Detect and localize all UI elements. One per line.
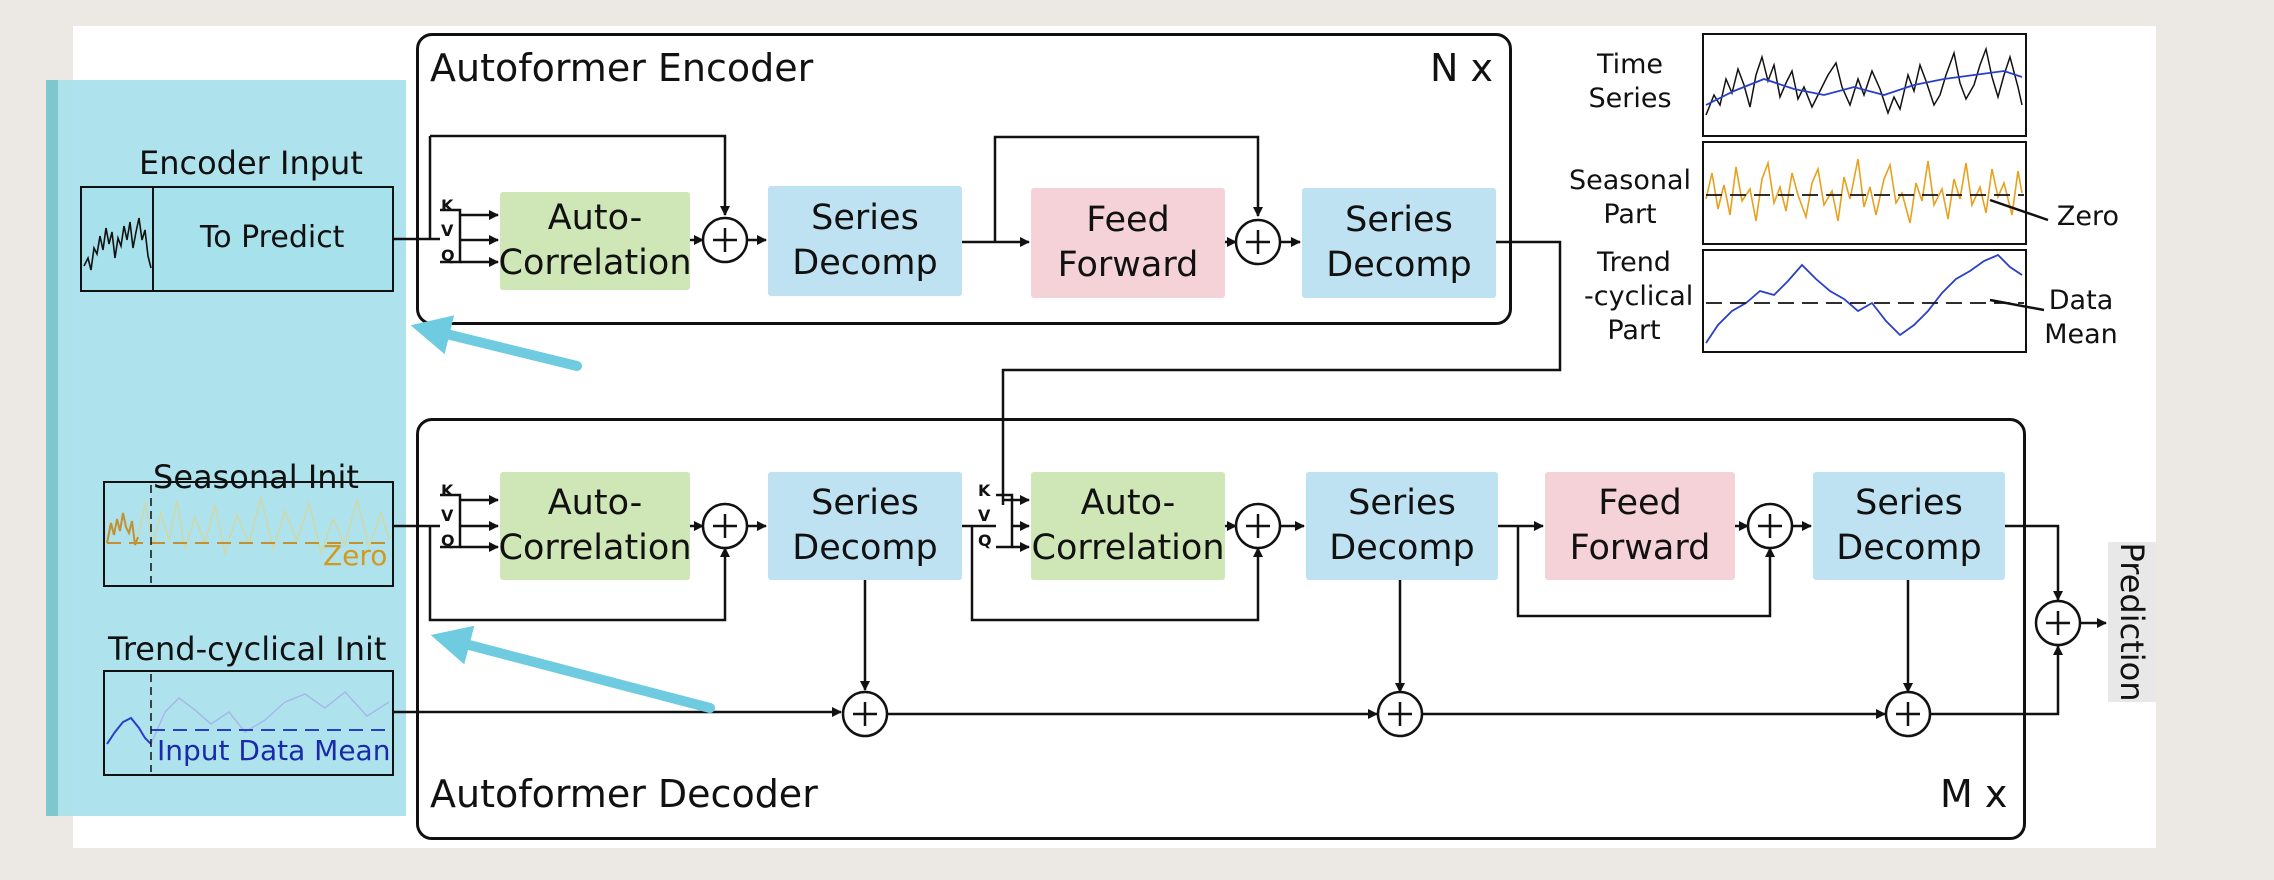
legend-trend-plot: [1702, 249, 2027, 353]
dec2-v-label: V: [978, 506, 991, 525]
trend-mean-label: Input Data Mean: [157, 734, 391, 767]
legend-seasonal-plot: [1702, 141, 2027, 245]
seasonal-init-label: Seasonal Init: [153, 458, 359, 496]
seasonal-zero-label: Zero: [323, 539, 388, 572]
decoder-auto-correlation-1: Auto- Correlation: [499, 472, 692, 580]
encoder-feed-forward: Feed Forward: [1031, 188, 1225, 298]
legend-seasonal-label: Seasonal Part: [1568, 165, 1692, 230]
dec2-k-label: K: [978, 481, 991, 500]
decoder-title: Autoformer Decoder: [430, 772, 818, 816]
encoder-input-signal: [83, 217, 152, 271]
dec-v-label: V: [441, 506, 454, 525]
legend-data-mean-label: Data Mean: [2044, 285, 2118, 350]
trend-init-label: Trend-cyclical Init: [108, 630, 387, 668]
highlight-edge: [46, 80, 58, 816]
encoder-input-label: Encoder Input: [139, 144, 363, 182]
trend-init-signal: [106, 674, 390, 772]
seasonal-init-signal: [106, 485, 390, 583]
trend-init-box: Input Data Mean: [103, 670, 394, 776]
decoder-block: [416, 418, 2026, 840]
legend-trend-label: Trend -cyclical Part: [1584, 247, 1694, 346]
decoder-feed-forward: Feed Forward: [1545, 472, 1735, 580]
enc-q-label: Q: [441, 246, 455, 265]
to-predict-label: To Predict: [200, 220, 345, 255]
decoder-series-decomp-1: Series Decomp: [768, 472, 962, 580]
decoder-repeat-label: M x: [1940, 772, 2008, 816]
encoder-repeat-label: N x: [1430, 46, 1493, 90]
plus-circles: [701, 216, 2082, 738]
encoder-series-decomp-2: Series Decomp: [1302, 188, 1496, 298]
dec2-q-label: Q: [978, 531, 992, 550]
seasonal-init-box: Zero: [103, 481, 394, 587]
encoder-auto-correlation: Auto- Correlation: [499, 192, 692, 290]
decoder-series-decomp-3: Series Decomp: [1813, 472, 2005, 580]
decoder-series-decomp-2: Series Decomp: [1306, 472, 1498, 580]
encoder-series-decomp-1: Series Decomp: [768, 186, 962, 296]
legend-time-series-label: Time Series: [1588, 49, 1672, 114]
encoder-title: Autoformer Encoder: [430, 46, 814, 90]
legend-zero-label: Zero: [2056, 201, 2120, 232]
enc-v-label: V: [441, 221, 454, 240]
prediction-box: Prediction: [2108, 542, 2156, 702]
decoder-auto-correlation-2: Auto- Correlation: [1031, 472, 1225, 580]
dec-q-label: Q: [441, 531, 455, 550]
encoder-block: [416, 33, 1512, 325]
encoder-input-divider: [152, 188, 154, 290]
legend-time-series-plot: [1702, 33, 2027, 137]
encoder-input-box: To Predict: [80, 186, 394, 292]
